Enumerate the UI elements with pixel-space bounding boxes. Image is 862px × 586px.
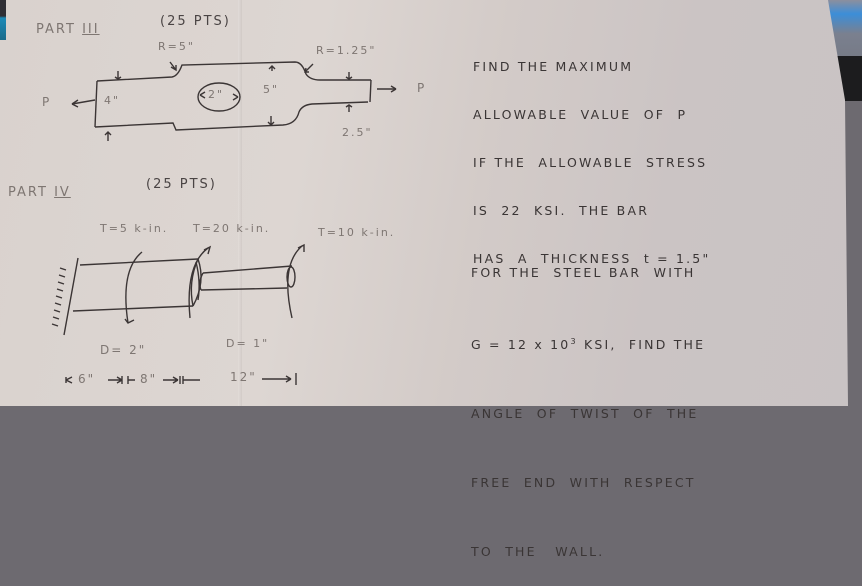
shear-modulus-value: G = 12 x 10 xyxy=(471,337,571,353)
part3-load-left: P xyxy=(42,95,52,109)
problem-line: ALLOWABLE VALUE OF P xyxy=(473,107,688,122)
length-segment-1: 6" xyxy=(78,372,96,386)
problem-line: FOR THE STEEL BAR WITH xyxy=(471,265,696,280)
part4-shaft-diagram xyxy=(51,243,305,385)
part3-problem-statement: FIND THE MAXIMUM ALLOWABLE VALUE OF P IF… xyxy=(473,27,710,283)
part4-heading: PART IV xyxy=(8,185,71,200)
length-segment-3: 12" xyxy=(230,370,257,384)
part3-heading-label: PART xyxy=(36,22,76,37)
torque-label-1: T=5 k-in. xyxy=(100,222,169,235)
part3-load-right: P xyxy=(417,81,427,95)
problem-line: TO THE WALL. xyxy=(471,544,605,560)
exponent: 3 xyxy=(570,337,578,346)
part4-problem-statement: FOR THE STEEL BAR WITH G = 12 x 103 KSI,… xyxy=(471,215,705,586)
torque-label-2: T=20 k-in. xyxy=(193,222,271,235)
part3-width-center: 5" xyxy=(263,83,280,96)
part4-heading-label: PART xyxy=(8,185,48,200)
part3-bar-diagram xyxy=(71,61,397,141)
length-segment-2: 8" xyxy=(140,372,158,386)
problem-line: HAS A THICKNESS t = 1.5" xyxy=(473,251,711,266)
diameter-small: D= 1" xyxy=(226,337,270,350)
paper-fold xyxy=(238,0,242,406)
exam-paper xyxy=(0,0,848,406)
part3-radius-right: R=1.25" xyxy=(316,44,377,57)
problem-line-rest: KSI, FIND THE xyxy=(577,337,706,353)
problem-line: IF THE ALLOWABLE STRESS xyxy=(473,155,708,170)
problem-line: FIND THE MAXIMUM xyxy=(473,59,634,74)
part3-numeral: III xyxy=(82,22,100,37)
part4-points: (25 PTS) xyxy=(146,177,217,192)
diameter-large: D= 2" xyxy=(100,343,147,357)
problem-line: IS 22 KSI. THE BAR xyxy=(473,203,650,218)
part3-heading: PART III xyxy=(36,22,100,37)
part3-radius-left: R=5" xyxy=(158,40,195,53)
part3-width-left: 4" xyxy=(104,94,121,107)
part3-points: (25 PTS) xyxy=(160,14,231,29)
part4-numeral: IV xyxy=(54,185,71,200)
torque-label-3: T=10 k-in. xyxy=(318,226,396,239)
part3-width-right: 2.5" xyxy=(342,126,373,139)
problem-line: FREE END WITH RESPECT xyxy=(471,475,696,491)
part3-hole-diameter: 2" xyxy=(208,88,225,101)
background-corner xyxy=(0,0,6,40)
problem-line: G = 12 x 103 KSI, FIND THE xyxy=(471,330,705,356)
